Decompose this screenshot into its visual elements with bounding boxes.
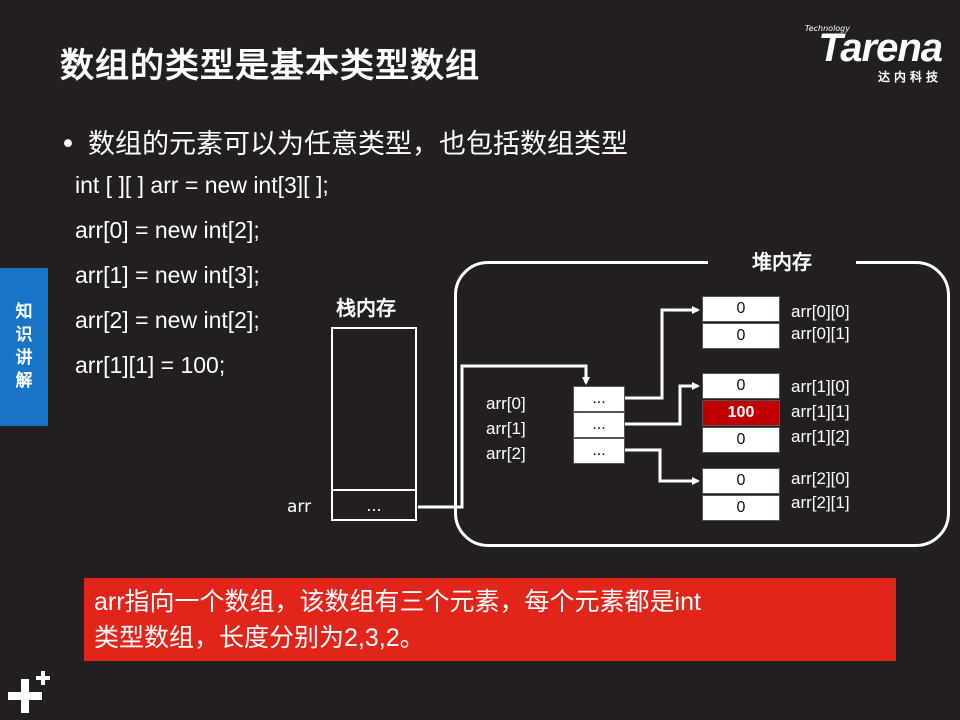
explanation-note: arr指向一个数组，该数组有三个元素，每个元素都是int 类型数组，长度分别为2… [84, 578, 896, 661]
arr1-label-1: arr[1][1] [791, 402, 850, 421]
middle-cell-2: ... [573, 438, 625, 464]
heap-memory-label: 堆内存 [708, 243, 856, 277]
knowledge-explain-tab: 知 识 讲 解 [0, 268, 48, 426]
heap-memory-box [454, 261, 950, 547]
code-line-3: arr[1] = new int[3]; [75, 262, 260, 288]
stack-memory-label: 栈内存 [336, 296, 396, 320]
arr2-label-0: arr[2][0] [791, 469, 850, 488]
arr1-label-2: arr[1][2] [791, 427, 850, 446]
arr1-cell-2: 0 [702, 427, 780, 453]
bullet-text: 数组的元素可以为任意类型，也包括数组类型 [88, 129, 628, 160]
side-tab-char: 识 [15, 325, 33, 345]
note-line-2: 类型数组，长度分别为2,3,2。 [94, 624, 425, 652]
logo-main-text: Tarena [818, 26, 943, 70]
slide-title: 数组的类型是基本类型数组 [60, 46, 480, 86]
middle-cell-0: ... [573, 386, 625, 412]
logo-technology-text: Technology [804, 24, 850, 33]
arr2-cell-0: 0 [702, 468, 780, 494]
arrow-arr-to-array [418, 364, 590, 509]
arr-variable-label: arr [287, 497, 312, 517]
arr0-cell-1: 0 [702, 323, 780, 349]
code-line-5: arr[1][1] = 100; [75, 352, 226, 378]
note-line-1: arr指向一个数组，该数组有三个元素，每个元素都是int [94, 588, 701, 616]
arr1-label-0: arr[1][0] [791, 377, 850, 396]
arr1-cell-1-highlighted: 100 [702, 400, 780, 426]
side-tab-char: 讲 [15, 348, 33, 368]
code-line-2: arr[0] = new int[2]; [75, 217, 260, 243]
arrow-arr2-to-row2 [625, 448, 700, 485]
stack-arr-cell: ... [331, 489, 417, 521]
bullet-dot: • [60, 129, 76, 160]
arr2-label-1: arr[2][1] [791, 493, 850, 512]
logo-sub-text: 达内科技 [877, 70, 942, 84]
arr0-cell-0: 0 [702, 296, 780, 322]
side-tab-char: 知 [15, 302, 33, 322]
middle-label-1: arr[1] [486, 419, 526, 438]
arr0-label-1: arr[0][1] [791, 324, 850, 343]
middle-cell-1: ... [573, 412, 625, 438]
bullet-point: • 数组的元素可以为任意类型，也包括数组类型 [60, 122, 628, 161]
arr2-cell-1: 0 [702, 495, 780, 521]
middle-label-0: arr[0] [486, 394, 526, 413]
arr0-label-0: arr[0][0] [791, 302, 850, 321]
arrow-arr0-to-row0 [625, 306, 700, 400]
side-tab-char: 解 [15, 371, 33, 391]
arr1-cell-0: 0 [702, 373, 780, 399]
arrow-arr1-to-row1 [625, 382, 700, 426]
plus-icon [8, 671, 50, 713]
tarena-logo: Technology Tarena 达内科技 [772, 20, 943, 85]
middle-label-2: arr[2] [486, 444, 526, 463]
code-line-4: arr[2] = new int[2]; [75, 307, 260, 333]
code-line-1: int [ ][ ] arr = new int[3][ ]; [75, 172, 329, 198]
